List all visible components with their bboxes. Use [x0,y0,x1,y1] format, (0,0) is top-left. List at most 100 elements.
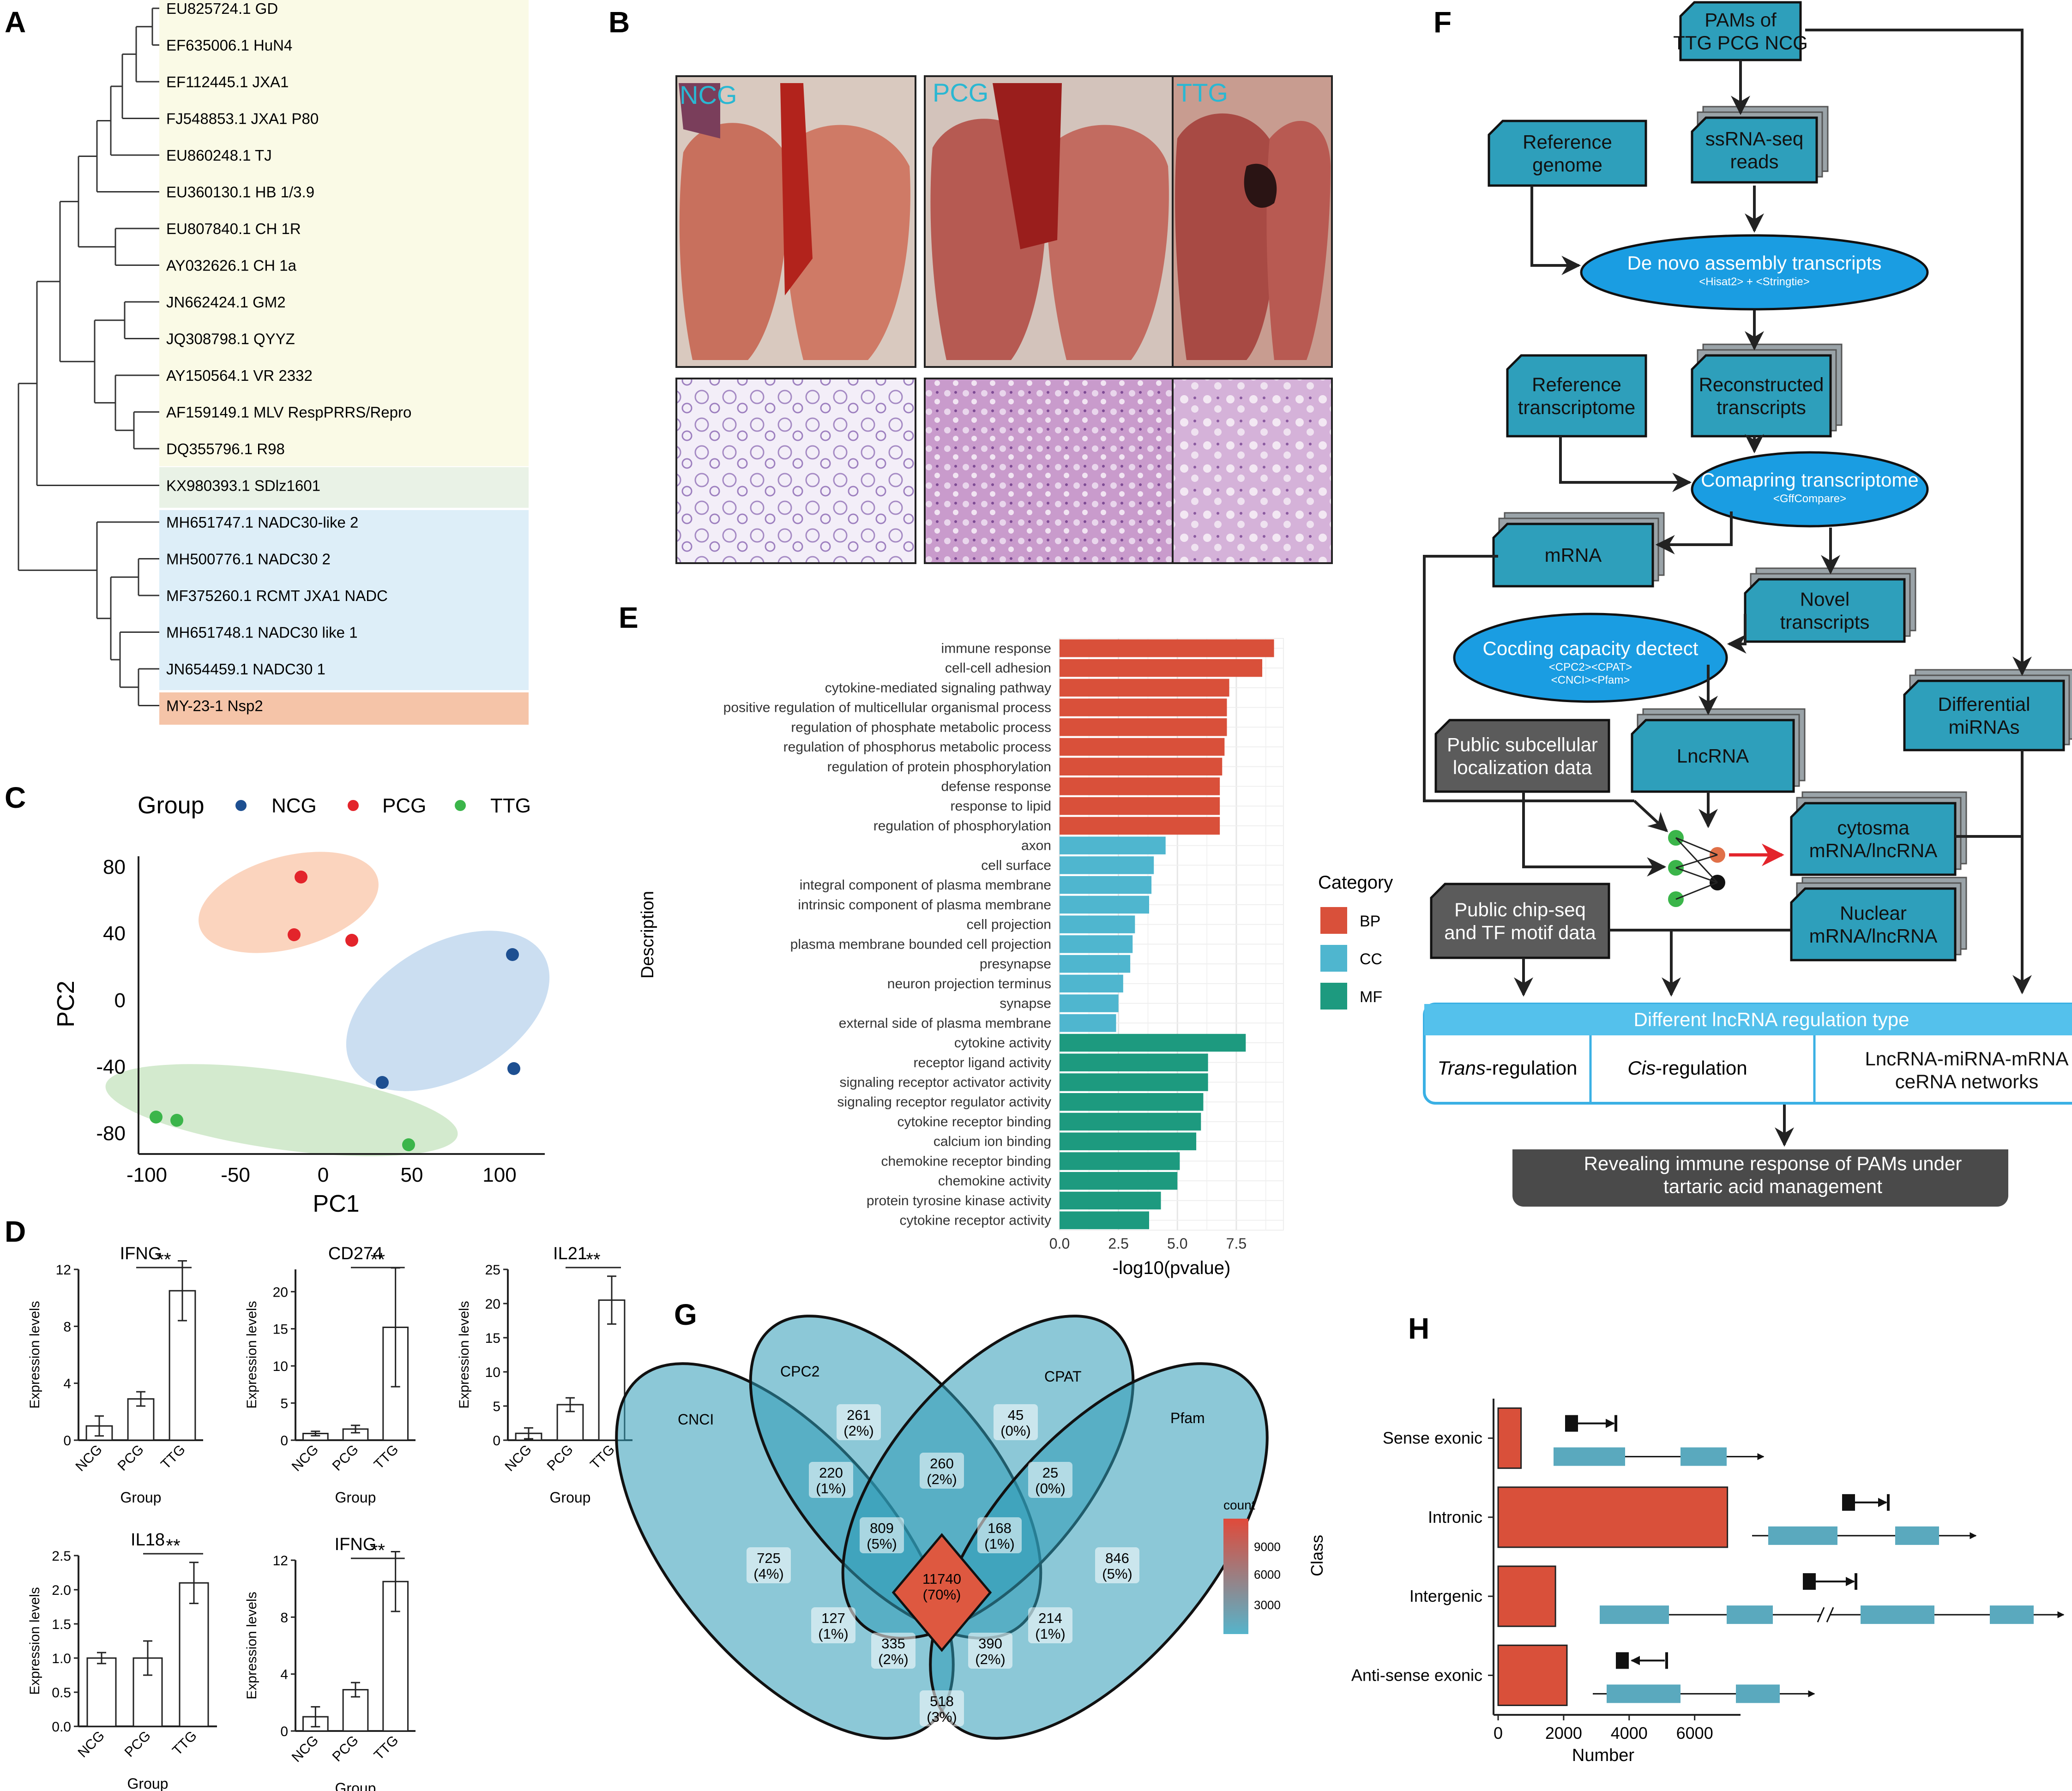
go-term-label: cytokine activity [954,1035,1051,1051]
venn-count-bg [994,1404,1038,1440]
y-tick-label: 5 [493,1399,500,1414]
venn-label-pfam: Pfam [1170,1410,1205,1426]
x-tick-label: TTG [158,1442,188,1472]
go-term-label: calcium ion binding [934,1134,1051,1149]
point-pcg [295,871,307,883]
class-label: Intergenic [1409,1587,1482,1605]
venn-percent: (1%) [1035,1626,1065,1642]
node-coding-capacity: Cocding capacity dectect<CPC2><CPAT><CNC… [1453,613,1728,703]
y-tick-label: 8 [280,1610,288,1625]
doc-label: mRNA/lncRNA [1809,840,1938,861]
chart-title: IL21 [553,1244,587,1263]
doc-label: PAMs of [1705,9,1777,30]
exon-box [1680,1447,1727,1466]
x-tick-label: 0 [1494,1724,1503,1743]
network-glyph [1668,830,1784,907]
go-term-label: signaling receptor regulator activity [837,1094,1051,1110]
go-bar [1060,659,1263,677]
clade-bg-3 [159,510,529,690]
venn-count: 846 [1105,1550,1129,1566]
panel-c-pca: Group NCG PCG TTG 80 40 0 -40 -80 -100 -… [53,792,550,1217]
pca-ytick: -80 [96,1122,126,1145]
go-term-label: receptor ligand activity [914,1055,1051,1070]
venn-percent: (2%) [975,1651,1005,1667]
venn-percent: (5%) [1102,1566,1132,1582]
y-tick-label: 0 [63,1433,71,1448]
oval [1691,451,1929,528]
venn-count: 127 [821,1610,845,1626]
doc-label: Public subcellular [1447,733,1598,755]
y-tick-label: 0 [280,1433,288,1448]
tree-leaf-label: JQ308798.1 QYYZ [166,331,295,348]
go-bar [1060,1014,1116,1032]
bar [86,1657,117,1727]
go-term-label: cytokine-mediated signaling pathway [825,680,1051,696]
y-tick-label: 4 [63,1376,71,1392]
y-axis-label: Class [1307,1535,1326,1576]
x-tick-label: PCG [330,1442,361,1474]
count-legend-tick: 3000 [1254,1598,1281,1612]
go-bar [1060,935,1133,953]
class-label: Sense exonic [1383,1429,1482,1448]
panel-letter-g: G [674,1298,697,1331]
doc-label: Public chip-seq [1454,899,1586,920]
tree-leaf-label: MY-23-1 Nsp2 [166,697,263,715]
panel-letter-a: A [5,6,26,39]
chart-title: IFNG [335,1535,377,1554]
x-label: Group [127,1775,169,1791]
point-ncg [506,948,519,961]
gene-break [1817,1607,1825,1623]
venn-count: 260 [930,1455,954,1472]
venn-count-bg [920,1453,964,1489]
tree-leaf-label: AY150564.1 VR 2332 [166,367,313,384]
tree-leaf-label: EU825724.1 GD [166,0,278,17]
go-bar [1060,1053,1208,1071]
gene-break [1826,1607,1834,1623]
legend-label-pcg: PCG [382,794,426,817]
x-tick-label: 2000 [1545,1724,1582,1743]
y-tick-label: 10 [273,1359,288,1374]
y-label: Expression levels [244,1592,259,1699]
go-bar [1060,856,1154,874]
venn-region-counts: 261(2%)45(0%)220(1%)260(2%)25(0%)809(5%)… [747,1404,1139,1726]
venn-percent: (2%) [843,1423,873,1439]
point-ttg [402,1138,415,1151]
count-legend-tick: 6000 [1254,1568,1281,1581]
venn-count-bg [977,1517,1022,1553]
tree-leaf-label: MH500776.1 NADC30 2 [166,551,331,568]
y-tick-label: 5 [280,1396,288,1412]
class-bar [1497,1407,1522,1469]
y-tick-label: 10 [485,1365,500,1380]
lung-photo-ttg [1172,75,1333,368]
venn-count-bg [811,1607,855,1643]
doc-label: genome [1532,154,1602,175]
chart-title: IFNG [120,1244,162,1263]
y-tick-label: 25 [485,1262,500,1278]
lung-photo-ncg [675,75,916,368]
sig-mark: ** [371,1250,385,1270]
venn-percent: (2%) [878,1651,908,1667]
go-bar [1060,994,1119,1012]
go-term-label: cell projection [967,917,1051,932]
x-tick-label: PCG [115,1442,147,1474]
legend-swatch [1320,945,1347,972]
legend-dot-ncg [235,800,247,811]
cerna-label: LncRNA-miRNA-mRNA [1865,1048,2068,1070]
venn-count-bg [809,1462,853,1498]
venn-count: 809 [870,1520,894,1536]
venn-count: 168 [988,1520,1012,1536]
lnc-mark [1842,1494,1855,1511]
network-edge [1675,882,1718,900]
network-edge [1675,854,1718,869]
venn-count: 725 [757,1550,781,1566]
pca-xtick: -100 [126,1164,167,1186]
y-tick-label: 20 [273,1285,288,1300]
doc-label: mRNA [1545,544,1602,566]
y-tick-label: 0 [493,1433,500,1448]
photo-label-ttg: TTG [1176,78,1228,107]
